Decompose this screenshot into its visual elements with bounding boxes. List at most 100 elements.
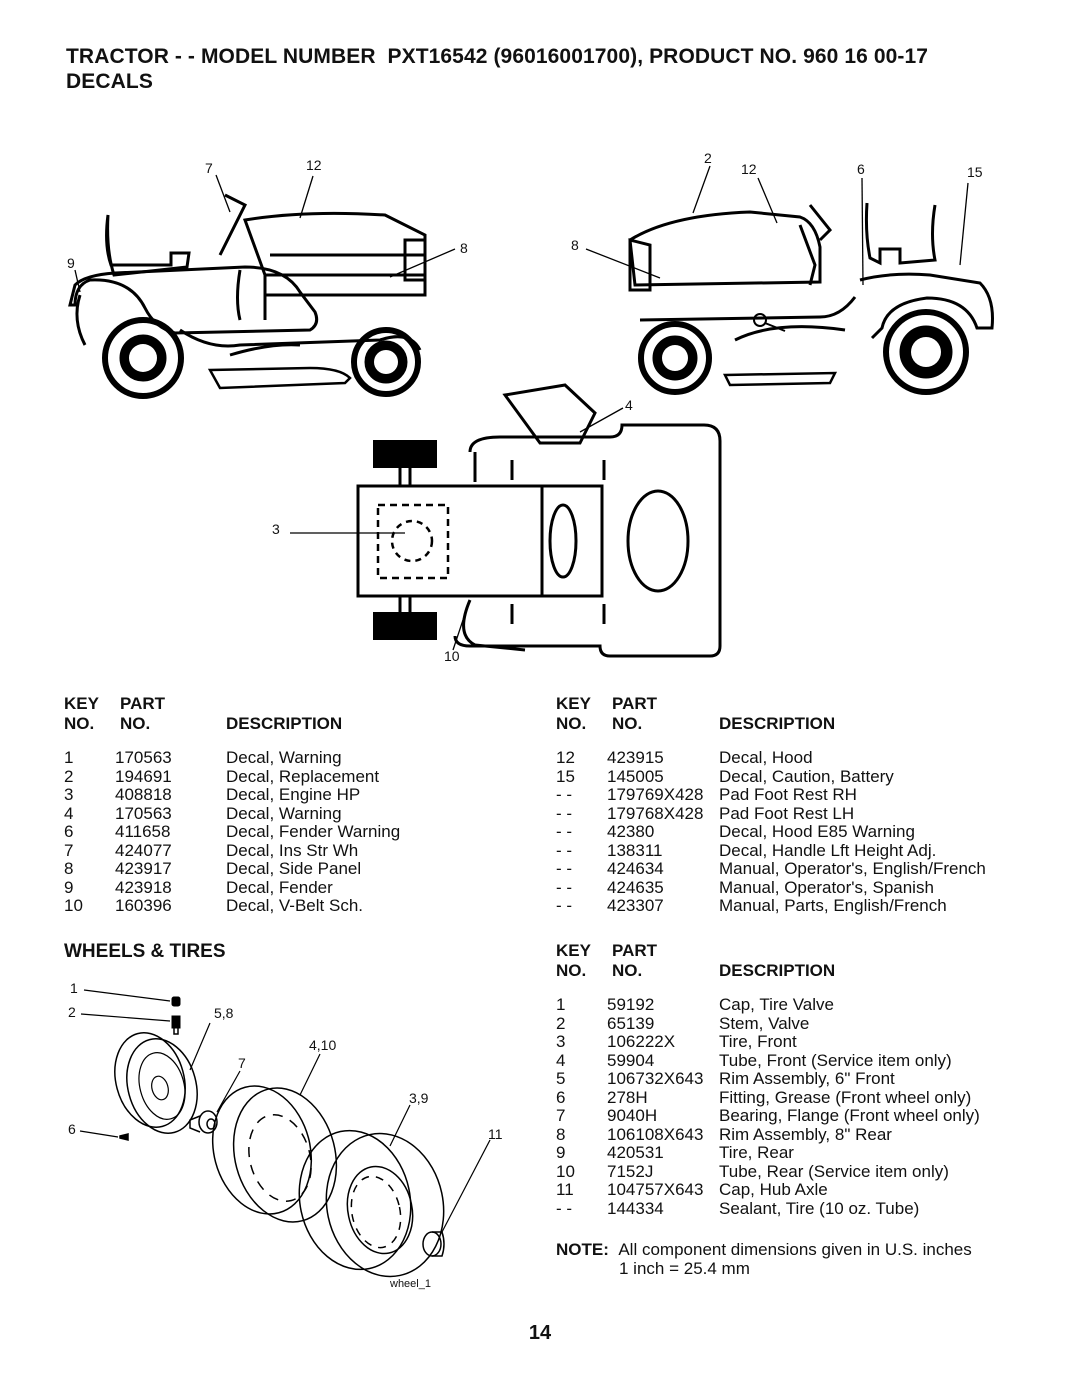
svg-text:8: 8	[571, 237, 579, 253]
key-cell: 6	[64, 822, 74, 841]
note-line-2: 1 inch = 25.4 mm	[619, 1259, 750, 1278]
svg-text:15: 15	[967, 164, 983, 180]
svg-text:5,8: 5,8	[214, 1005, 234, 1021]
part-number-cell: 424634	[607, 859, 664, 878]
description-cell: Decal, Replacement	[226, 766, 380, 786]
part-number-cell: 59904	[607, 1050, 655, 1070]
description-cell: Manual, Operator's, English/French	[719, 859, 986, 878]
table-row: 9 423918 Decal, Fender	[64, 877, 534, 898]
description-cell: Decal, Warning	[226, 748, 342, 767]
tractor-right-view	[628, 202, 994, 387]
svg-text:2: 2	[68, 1004, 76, 1020]
svg-text:2: 2	[704, 150, 712, 166]
key-cell: 15	[556, 766, 575, 786]
note-label: NOTE:	[556, 1240, 609, 1259]
svg-text:1: 1	[70, 980, 78, 996]
part-number-cell: 65139	[607, 1013, 655, 1033]
note-line-1: All component dimensions given in U.S. i…	[618, 1240, 972, 1259]
decals-diagram: 7 12 9 8 2 12 6 15 8 4 3 10	[67, 150, 994, 664]
description-cell: Decal, Handle Lft Height Adj.	[719, 840, 937, 860]
dimensions-note: NOTE: All component dimensions given in …	[556, 1240, 972, 1278]
part-number-cell: 106108X643	[607, 1124, 704, 1144]
description-cell: Pad Foot Rest LH	[719, 803, 855, 823]
svg-text:10: 10	[444, 648, 460, 664]
part-number-cell: 194691	[115, 766, 172, 786]
page-number: 14	[528, 1322, 552, 1344]
table-row: - - 144334 Sealant, Tire (10 oz. Tube)	[556, 1198, 1026, 1219]
title-line-2: DECALS	[66, 70, 153, 93]
description-cell: Stem, Valve	[719, 1013, 810, 1033]
key-cell: 1	[64, 748, 74, 767]
svg-text:12: 12	[741, 161, 757, 177]
description-cell: Manual, Parts, English/French	[719, 896, 947, 915]
part-number-cell: 170563	[115, 803, 172, 823]
key-cell: 2	[64, 766, 74, 786]
svg-text:4: 4	[625, 397, 633, 413]
part-number-cell: 160396	[115, 896, 172, 915]
key-cell: - -	[556, 896, 573, 915]
part-number-cell: 179768X428	[607, 803, 704, 823]
part-number-cell: 170563	[115, 748, 172, 767]
description-cell: Cap, Tire Valve	[719, 995, 834, 1014]
description-cell: Decal, Fender	[226, 877, 333, 897]
description-cell: Tire, Rear	[719, 1143, 794, 1162]
part-number-cell: 179769X428	[607, 785, 704, 804]
part-number-cell: 411658	[115, 822, 171, 841]
description-cell: Bearing, Flange (Front wheel only)	[719, 1106, 980, 1125]
description-cell: Decal, Hood E85 Warning	[719, 822, 915, 841]
part-number-cell: 278H	[607, 1087, 648, 1107]
part-number-cell: 144334	[607, 1198, 664, 1218]
wheels-callouts: 1 2 5,8 4,10 7 3,9 6 11 wheel_1	[68, 980, 503, 1290]
svg-text:wheel_1: wheel_1	[389, 1278, 431, 1290]
key-cell: - -	[556, 822, 573, 841]
svg-text:7: 7	[205, 160, 213, 176]
description-cell: Tube, Front (Service item only)	[719, 1050, 952, 1070]
description-cell: Decal, V-Belt Sch.	[226, 896, 364, 915]
part-number-cell: 424077	[115, 840, 172, 860]
table-header: KEY NO. PART NO. DESCRIPTION	[64, 694, 343, 733]
description-cell: Pad Foot Rest RH	[719, 785, 857, 804]
key-cell: - -	[556, 803, 573, 823]
key-cell: 3	[556, 1032, 566, 1051]
part-number-cell: 42380	[607, 822, 655, 841]
key-cell: 5	[556, 1069, 566, 1088]
description-cell: Sealant, Tire (10 oz. Tube)	[719, 1198, 920, 1218]
description-cell: Decal, Warning	[226, 803, 342, 823]
key-cell: 9	[64, 877, 74, 897]
part-number-cell: 420531	[607, 1143, 664, 1162]
part-number-cell: 423917	[115, 859, 172, 878]
wheels-section-title: WHEELS & TIRES	[64, 941, 226, 962]
part-number-cell: 423918	[115, 877, 172, 897]
wheels-diagram: 1 2 5,8 4,10 7 3,9 6 11 wheel_1	[68, 980, 503, 1290]
key-cell: 8	[556, 1124, 566, 1144]
svg-text:3: 3	[272, 521, 280, 537]
description-cell: Manual, Operator's, Spanish	[719, 877, 934, 897]
key-cell: 10	[556, 1161, 575, 1181]
description-cell: Fitting, Grease (Front wheel only)	[719, 1087, 972, 1107]
key-cell: - -	[556, 1198, 573, 1218]
description-cell: Tube, Rear (Service item only)	[719, 1161, 949, 1181]
svg-text:3,9: 3,9	[409, 1090, 429, 1106]
part-number-cell: 408818	[115, 785, 172, 804]
table-row: - - 42380 Decal, Hood E85 Warning	[556, 822, 1026, 842]
decals-callouts: 7 12 9 8 2 12 6 15 8 4 3 10	[67, 150, 983, 664]
